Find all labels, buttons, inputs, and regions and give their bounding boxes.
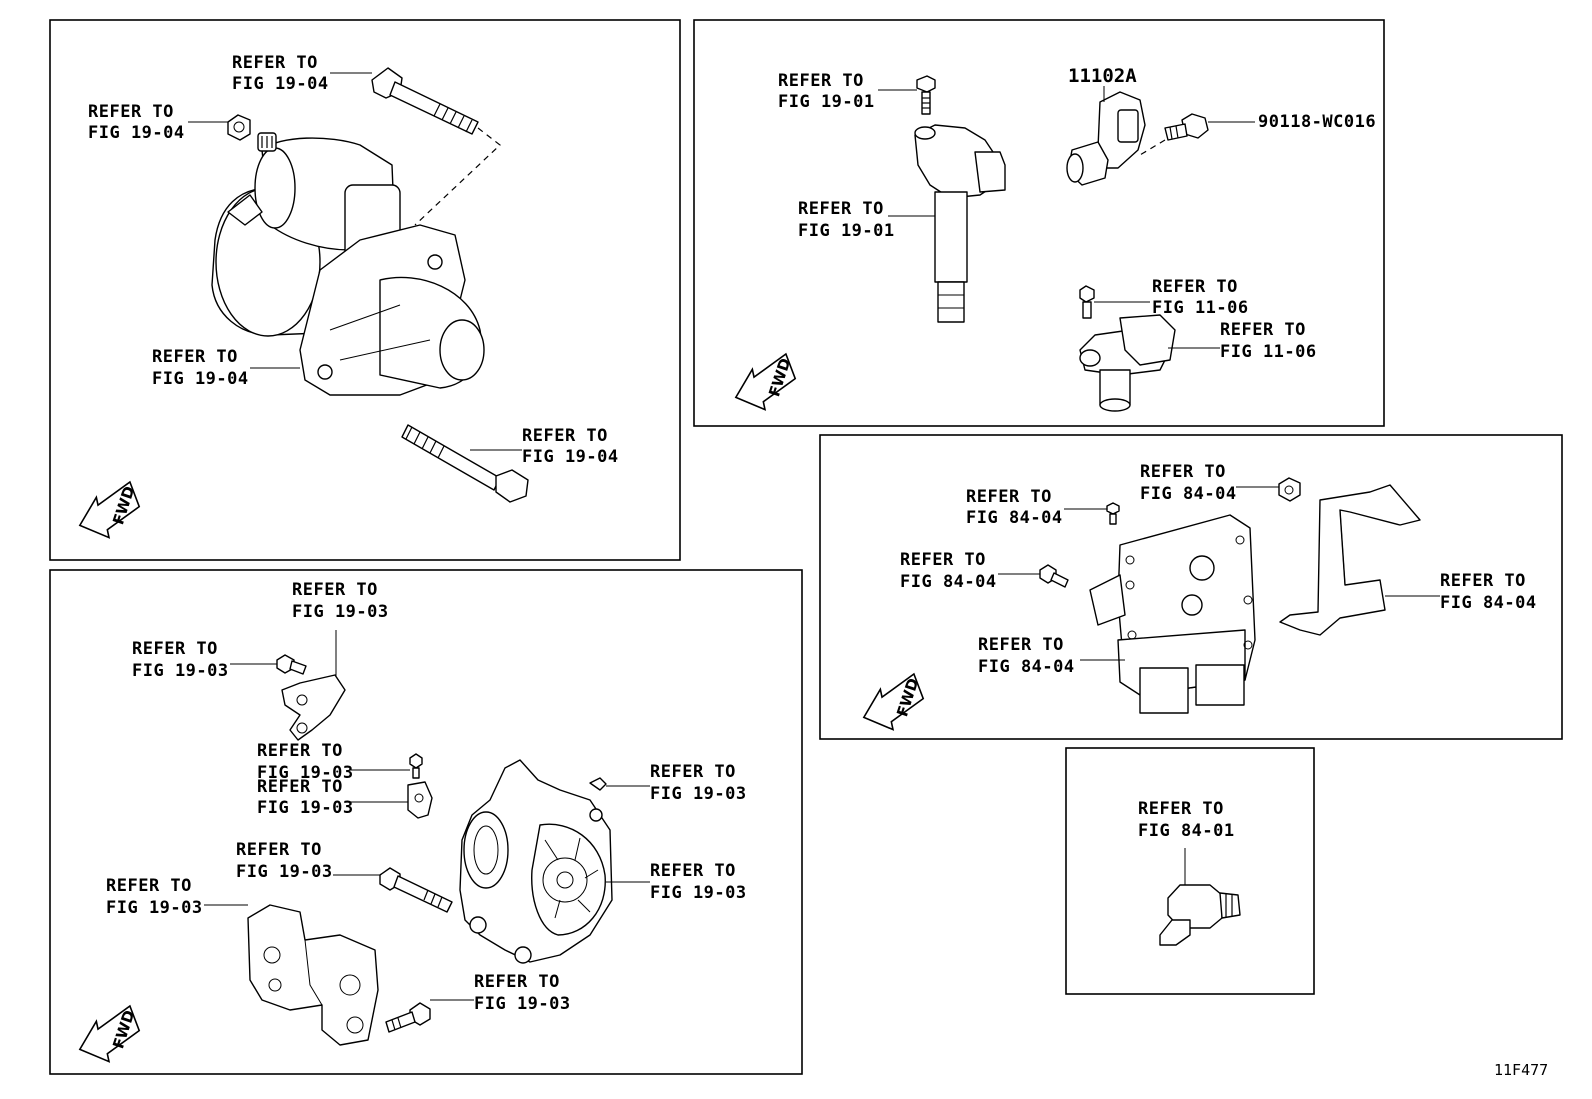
callout-line1: REFER TO — [474, 972, 560, 992]
callout-line2: FIG 19-03 — [106, 898, 203, 918]
callout-line2: FIG 19-04 — [152, 369, 249, 389]
starter-bolt-bottom — [401, 424, 529, 503]
alternator-plate — [407, 781, 433, 819]
callout-line2: FIG 11-06 — [1152, 298, 1249, 318]
callout-line2: FIG 19-03 — [132, 661, 229, 681]
callout-line2: FIG 19-03 — [236, 862, 333, 882]
callout-line1: REFER TO — [1140, 462, 1226, 482]
ecu-nut — [1278, 477, 1301, 502]
ignition-coil-illustration — [914, 124, 1006, 323]
callout-line2: FIG 19-04 — [88, 123, 185, 143]
callout-line1: REFER TO — [236, 840, 322, 860]
callout-line1: REFER TO — [522, 426, 608, 446]
callout-line1: REFER TO — [900, 550, 986, 570]
callout-line2: FIG 19-03 — [650, 784, 747, 804]
crank-sensor-illustration — [1066, 91, 1146, 186]
fwd-arrow-icon: FWD — [72, 480, 146, 544]
callout-line1: REFER TO — [257, 777, 343, 797]
figure-code: 11F477 — [1494, 1061, 1548, 1079]
callout-line2: FIG 11-06 — [1220, 342, 1317, 362]
callout-line1: REFER TO — [88, 102, 174, 122]
callout-line1: REFER TO — [257, 741, 343, 761]
callout-line2: FIG 19-03 — [257, 798, 354, 818]
ecu-screw — [1106, 502, 1120, 525]
callout-line1: REFER TO — [232, 53, 318, 73]
callout-line2: FIG 84-04 — [966, 508, 1063, 528]
callout-line2: FIG 19-04 — [232, 74, 329, 94]
starter-nut — [227, 114, 251, 141]
callout-line2: FIG 19-03 — [474, 994, 571, 1014]
callout-line1: REFER TO — [1440, 571, 1526, 591]
callout-line2: FIG 19-03 — [292, 602, 389, 622]
callout-line1: REFER TO — [798, 199, 884, 219]
part-number-bolt: 90118-WC016 — [1258, 112, 1376, 132]
sensor-bolt — [1139, 113, 1209, 156]
callout-line2: FIG 19-03 — [257, 763, 354, 783]
callout-line2: FIG 19-04 — [522, 447, 619, 467]
ecu-bracket — [1279, 484, 1421, 636]
callout-line1: REFER TO — [1220, 320, 1306, 340]
callout-line2: FIG 84-04 — [900, 572, 997, 592]
alternator-bolt-long — [379, 867, 453, 913]
callout-line1: REFER TO — [132, 639, 218, 659]
fwd-arrow-icon: FWD — [728, 352, 802, 416]
callout-line2: FIG 84-04 — [1140, 484, 1237, 504]
callout-line2: FIG 19-03 — [650, 883, 747, 903]
panel-ecu: REFER TO FIG 84-04 REFER TO FIG 84-04 RE… — [819, 434, 1563, 740]
oil-pressure-switch-illustration — [1159, 875, 1241, 946]
callout-line2: FIG 84-01 — [1138, 821, 1235, 841]
cam-sensor-illustration — [1079, 285, 1176, 412]
callout-line1: REFER TO — [778, 71, 864, 91]
starter-motor-illustration — [211, 132, 485, 396]
starter-bolt-top — [371, 67, 501, 226]
part-number-11102a: 11102A — [1068, 65, 1137, 87]
callout-line1: REFER TO — [650, 762, 736, 782]
callout-line1: REFER TO — [1152, 277, 1238, 297]
callout-line1: REFER TO — [106, 876, 192, 896]
callout-line2: FIG 19-01 — [798, 221, 895, 241]
panel-oil-pressure-switch: REFER TO FIG 84-01 — [1065, 747, 1315, 995]
callout-line1: REFER TO — [1138, 799, 1224, 819]
callout-line1: REFER TO — [292, 580, 378, 600]
fwd-arrow-icon: FWD — [72, 1004, 146, 1068]
callout-line1: REFER TO — [978, 635, 1064, 655]
alternator-illustration — [459, 759, 613, 964]
fwd-arrow-icon: FWD — [856, 672, 930, 736]
alternator-bolt-small — [276, 654, 307, 675]
callout-line1: REFER TO — [152, 347, 238, 367]
alternator-bracket-top — [281, 630, 346, 741]
panel-starter: REFER TO FIG 19-04 REFER TO FIG 19-04 RE… — [49, 19, 681, 561]
callout-line2: FIG 19-01 — [778, 92, 875, 112]
ecu-illustration — [1089, 514, 1256, 714]
coil-screw — [916, 75, 936, 115]
callout-line1: REFER TO — [650, 861, 736, 881]
alternator-bracket-bottom — [247, 904, 379, 1046]
ecu-bolt — [1039, 564, 1069, 588]
alternator-screw — [409, 753, 423, 779]
alternator-bolt-bottom — [385, 1002, 431, 1033]
panel-alternator: REFER TO FIG 19-03 REFER TO FIG 19-03 RE… — [49, 569, 803, 1075]
callout-line2: FIG 84-04 — [978, 657, 1075, 677]
panel-ignition-sensors: REFER TO FIG 19-01 REFER TO FIG 19-01 11… — [693, 19, 1385, 427]
callout-line1: REFER TO — [966, 487, 1052, 507]
callout-line2: FIG 84-04 — [1440, 593, 1537, 613]
